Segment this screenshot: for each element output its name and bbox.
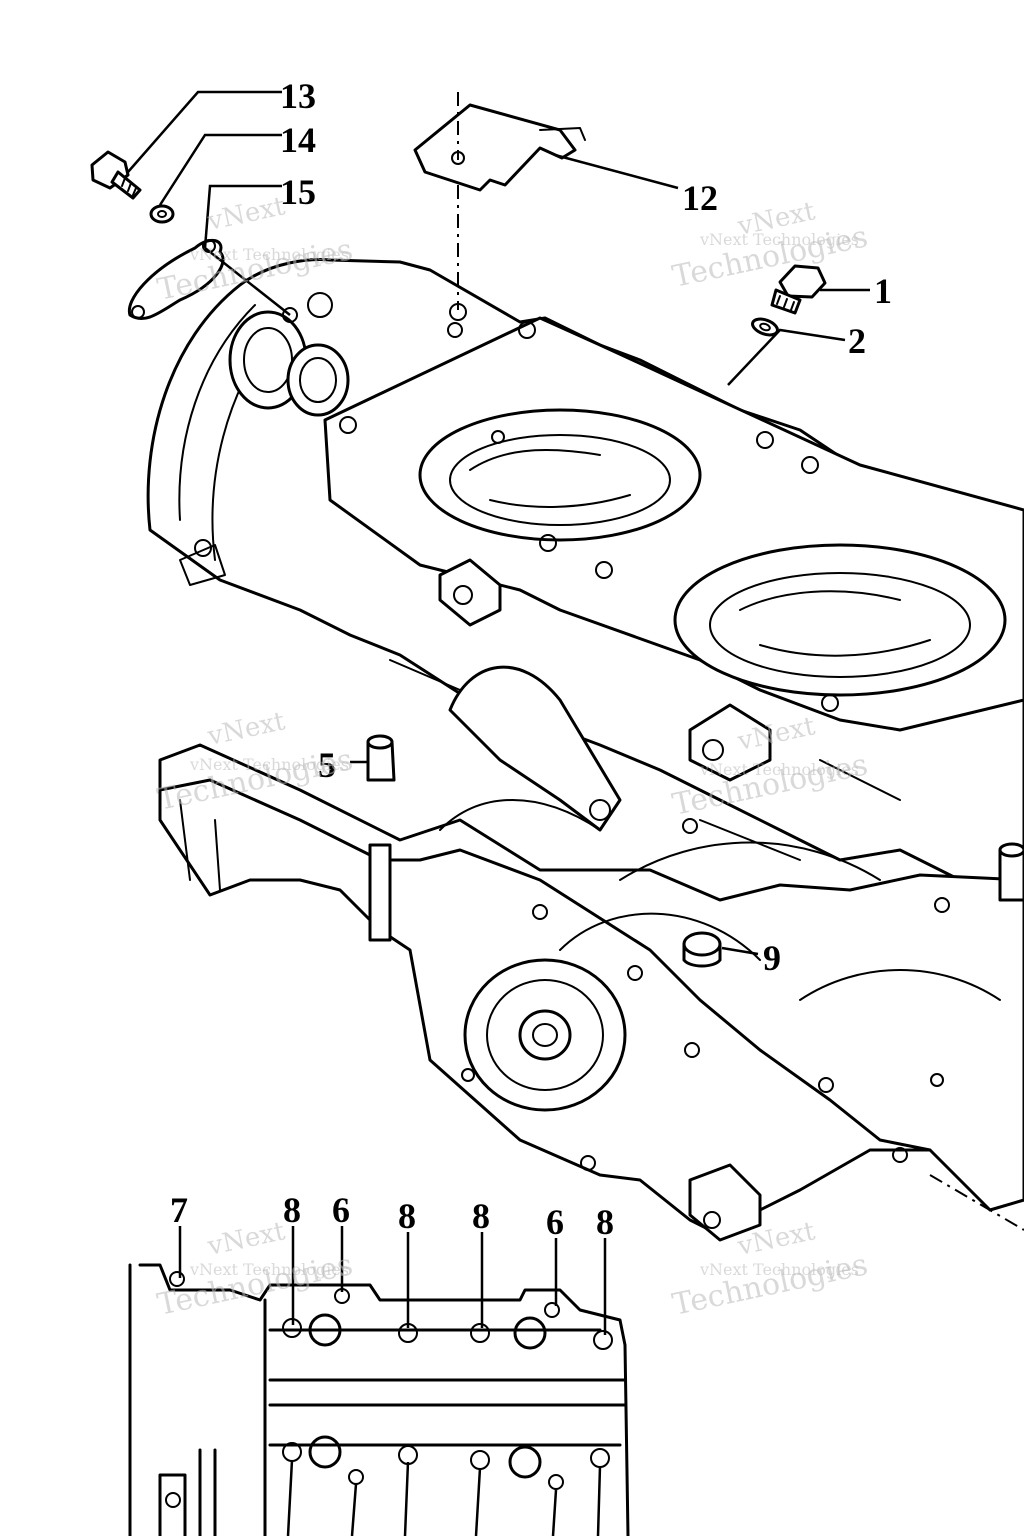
plug-1 <box>770 264 827 315</box>
svg-text:vNext Technologies: vNext Technologies <box>189 245 349 264</box>
leader-lines <box>127 90 870 1536</box>
callout-8c: 8 <box>472 1196 490 1236</box>
callout-7: 7 <box>170 1190 188 1230</box>
lower-crankcase <box>158 743 1024 1242</box>
callout-14: 14 <box>280 120 316 160</box>
callout-5: 5 <box>318 745 336 785</box>
upper-crankcase <box>146 258 1024 882</box>
svg-text:vNext Technologies: vNext Technologies <box>699 760 859 779</box>
callout-1: 1 <box>874 271 892 311</box>
callout-9: 9 <box>763 938 781 978</box>
svg-text:vNext Technologies: vNext Technologies <box>699 1260 859 1279</box>
callouts: 13 14 15 12 1 2 5 9 7 8 6 8 8 6 8 <box>170 76 892 1242</box>
dowel-5 <box>366 734 396 782</box>
watermark: vNext vNext Technologies Technologies <box>669 196 870 295</box>
svg-text:vNext: vNext <box>204 706 288 752</box>
callout-8d: 8 <box>596 1202 614 1242</box>
washer-14 <box>149 204 175 224</box>
callout-6b: 6 <box>546 1202 564 1242</box>
svg-text:vNext Technologies: vNext Technologies <box>699 230 859 249</box>
svg-text:vNext Technologies: vNext Technologies <box>189 1260 349 1279</box>
callout-12: 12 <box>682 178 718 218</box>
callout-2: 2 <box>848 321 866 361</box>
centerlines <box>457 92 1024 1231</box>
callout-8b: 8 <box>398 1196 416 1236</box>
callout-15: 15 <box>280 172 316 212</box>
bolt-13 <box>90 150 142 200</box>
cover-plate-15 <box>127 238 225 321</box>
callout-13: 13 <box>280 76 316 116</box>
svg-text:vNext Technologies: vNext Technologies <box>189 755 349 774</box>
callout-8a: 8 <box>283 1190 301 1230</box>
svg-text:Technologies: Technologies <box>154 1247 355 1323</box>
svg-text:vNext: vNext <box>204 1216 288 1262</box>
watermark: vNext vNext Technologies Technologies <box>154 1216 355 1323</box>
svg-text:Technologies: Technologies <box>669 1247 870 1323</box>
bracket-12 <box>413 103 586 192</box>
watermark: vNext vNext Technologies Technologies <box>669 1216 870 1323</box>
svg-text:vNext: vNext <box>204 191 288 237</box>
callout-6a: 6 <box>332 1190 350 1230</box>
